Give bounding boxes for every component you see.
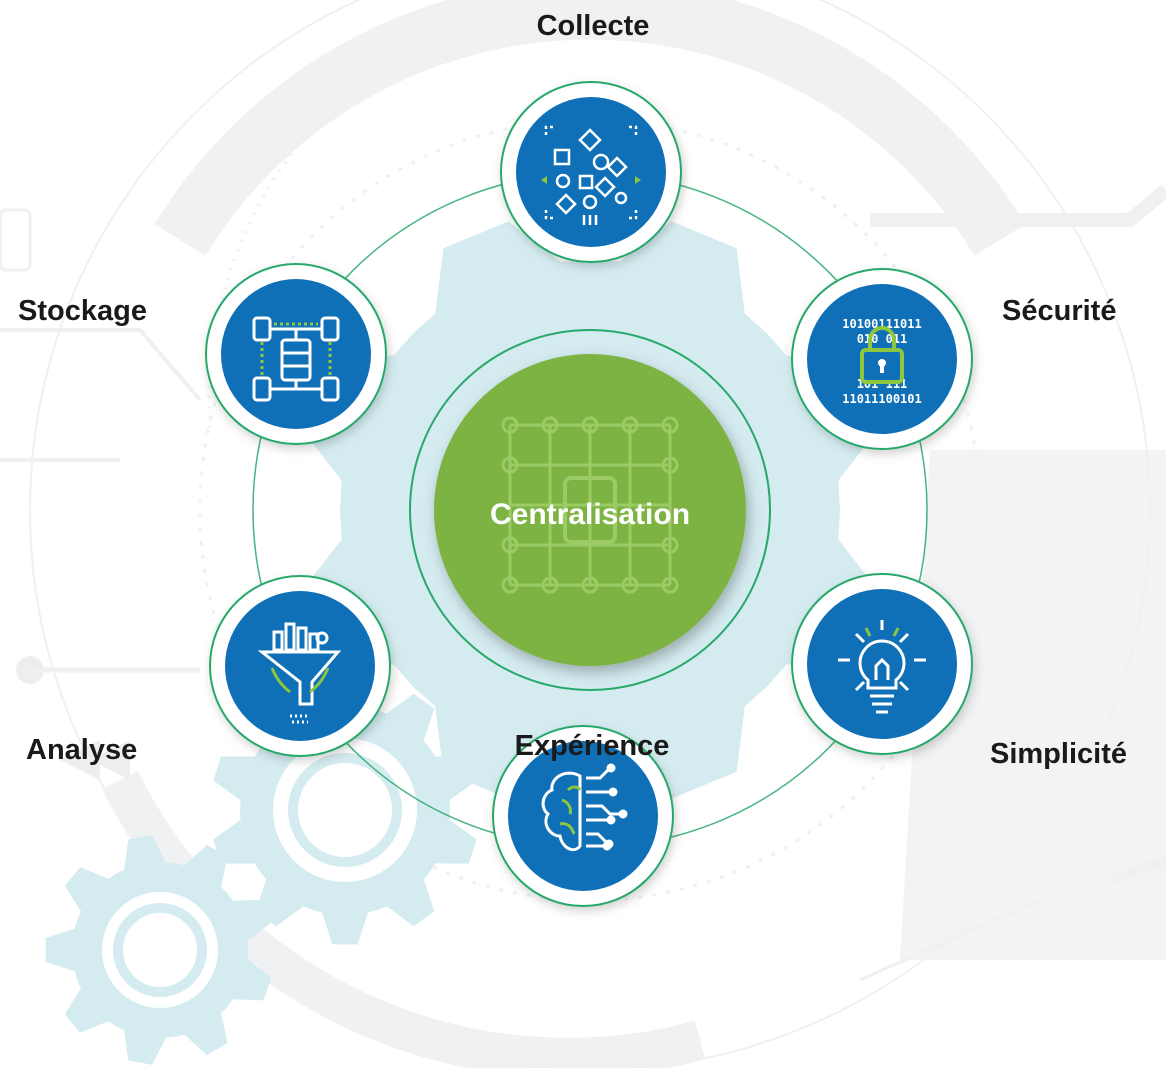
lightbulb-icon [838,620,926,714]
svg-text:010 011: 010 011 [857,332,908,346]
node-simplicite [791,573,973,755]
label-securite: Sécurité [1002,295,1117,327]
brain-circuit-icon [541,763,628,852]
label-simplicite: Simplicité [990,738,1127,770]
node-experience [492,725,674,907]
binary-lock-icon: 10100111011 010 011 111 01 00 10 101 111… [842,317,921,406]
center-node [409,329,771,691]
gear-ring [288,753,402,867]
gear-decoration [45,221,879,1065]
label-experience: Expérience [514,730,670,762]
center-label: Centralisation [489,498,691,531]
gear-ring [113,903,207,997]
node-collecte [500,81,682,263]
label-stockage: Stockage [18,295,147,327]
shapes-collection-icon [544,125,638,225]
node-securite: 10100111011 010 011 111 01 00 10 101 111… [791,268,973,450]
database-network-icon [252,316,340,402]
label-collecte: Collecte [536,10,650,42]
label-analyse: Analyse [26,734,138,766]
svg-text:11011100101: 11011100101 [842,392,921,406]
svg-text:10100111011: 10100111011 [842,317,921,331]
funnel-chart-icon [257,622,342,724]
node-analyse [209,575,391,757]
node-stockage [205,263,387,445]
network-grid-icon [501,416,679,594]
